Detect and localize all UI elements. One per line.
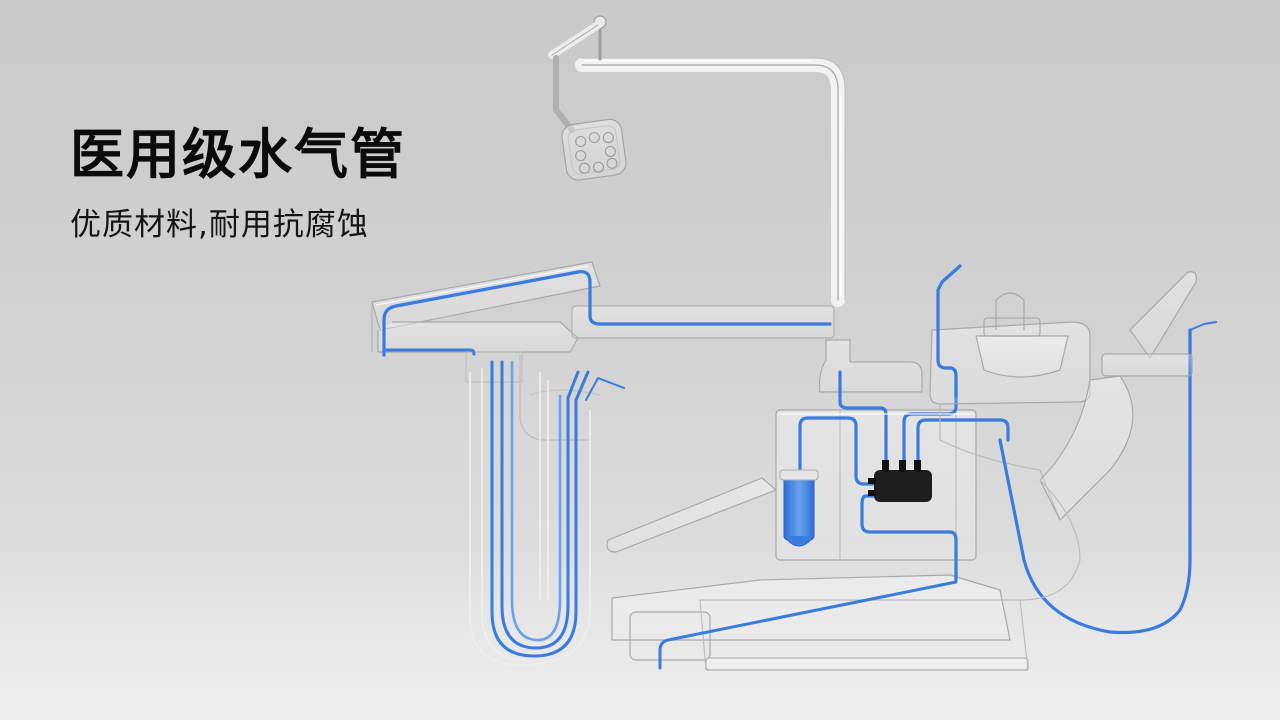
water-air-tubes-body bbox=[658, 370, 1010, 670]
glass-hoses bbox=[469, 368, 591, 667]
spittoon-bowl-icon bbox=[929, 292, 1091, 521]
headrest-icon bbox=[1019, 271, 1197, 601]
control-valve-block-icon bbox=[868, 460, 932, 502]
page-subtitle: 优质材料,耐用抗腐蚀 bbox=[70, 207, 369, 243]
water-bottle-icon bbox=[779, 469, 819, 547]
dental-lamp-icon bbox=[548, 15, 846, 307]
glass-highlights bbox=[375, 60, 972, 415]
page-title: 医用级水气管 bbox=[70, 123, 406, 186]
water-air-tubes-spittoon bbox=[936, 264, 1217, 635]
water-air-tubes bbox=[382, 270, 832, 658]
